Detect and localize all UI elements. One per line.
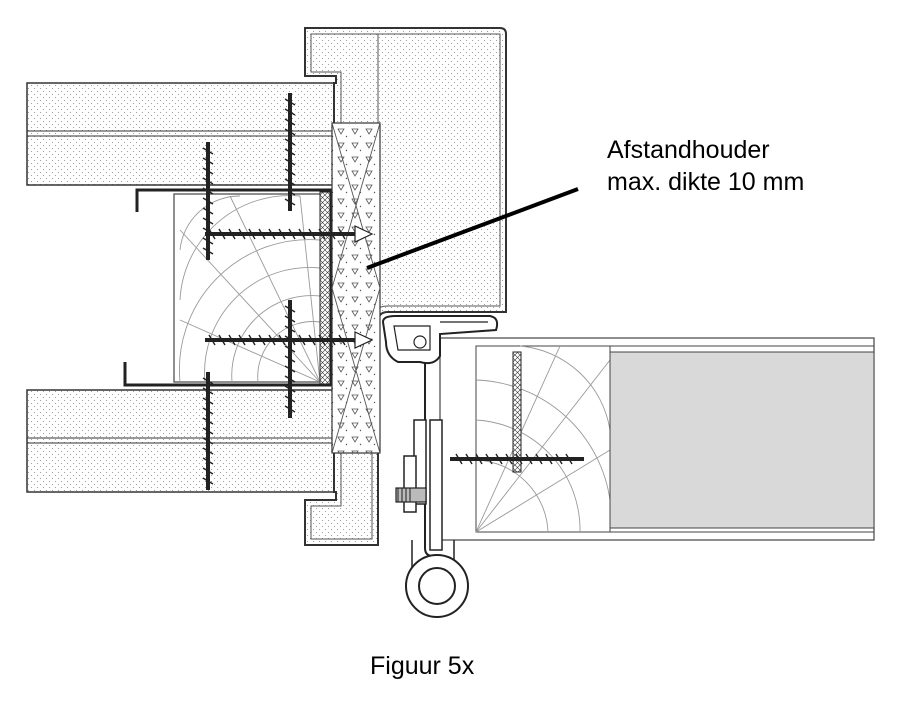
screw-head-lower	[354, 331, 374, 349]
seal-profile	[381, 315, 499, 365]
figure-caption: Figuur 5x	[370, 652, 475, 680]
door-screw	[450, 453, 584, 465]
timber-block	[173, 191, 331, 385]
callout-leader-line	[366, 187, 579, 270]
screw-head-upper	[354, 225, 374, 243]
wall-panel-lower	[26, 389, 335, 493]
callout-label-spacer: Afstandhouder	[607, 136, 770, 164]
door-leaf	[439, 337, 875, 541]
wall-panel-upper	[26, 82, 335, 186]
callout-label-max-thickness: max. dikte 10 mm	[607, 168, 805, 196]
hinge	[395, 362, 469, 618]
spacer-wedges	[331, 122, 381, 454]
